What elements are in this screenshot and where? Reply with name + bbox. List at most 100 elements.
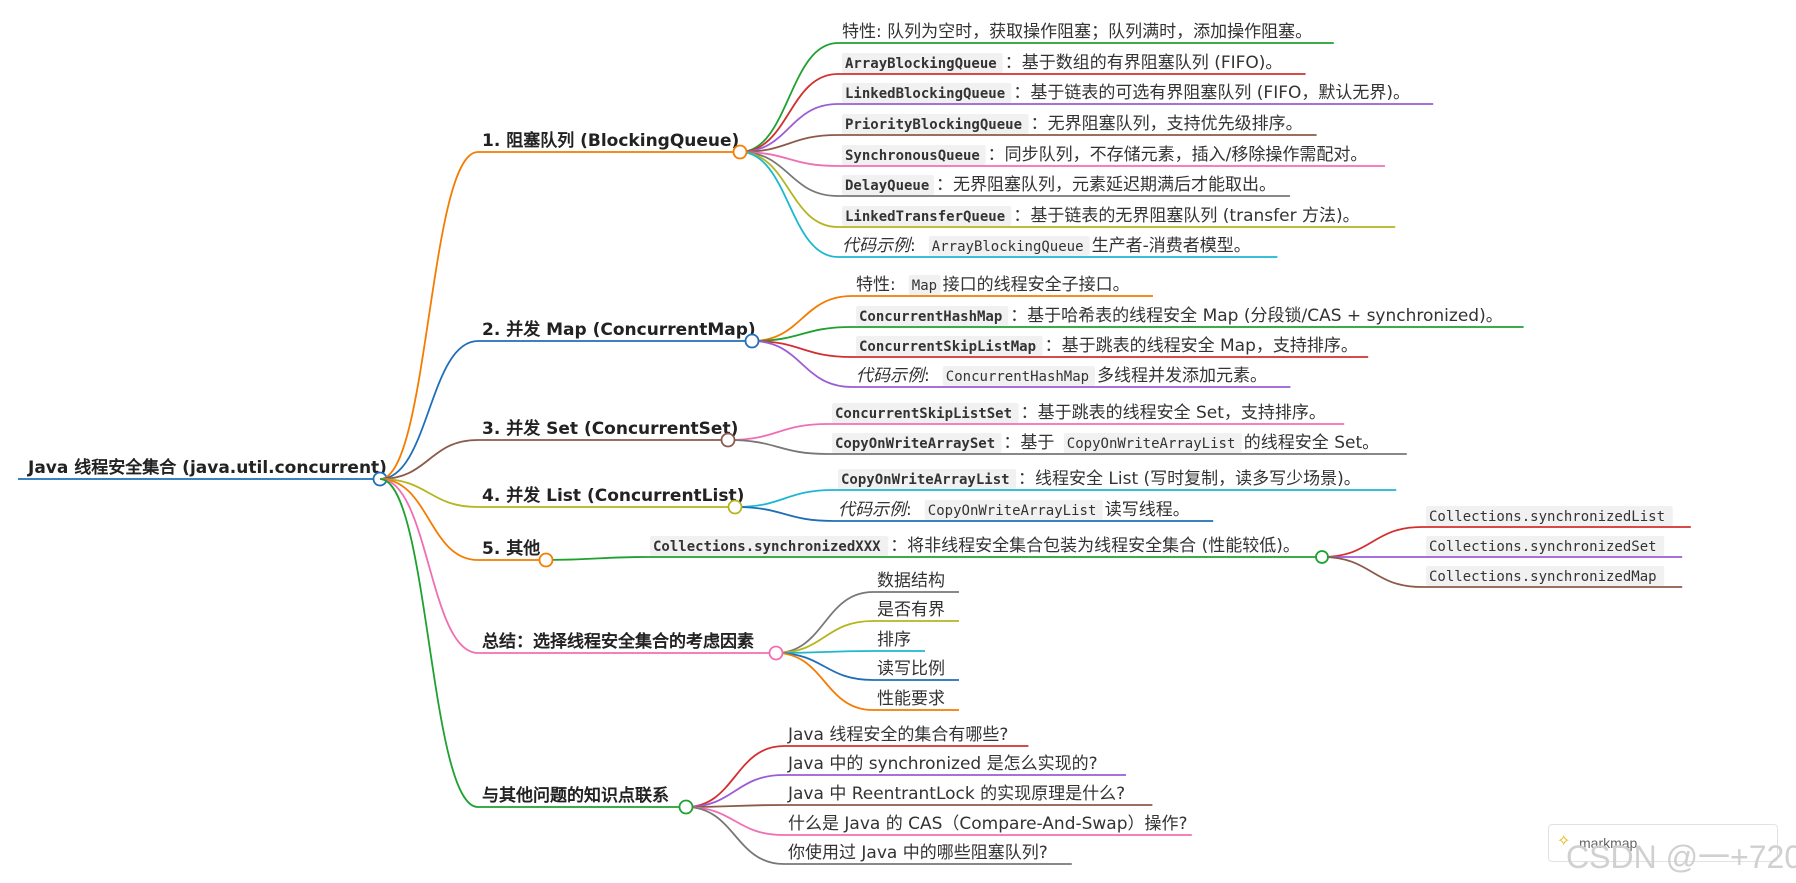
node-text: ：基于跳表的线程安全 Set，支持排序。 — [1021, 403, 1326, 423]
leaf-node[interactable]: Java 线程安全的集合有哪些? — [685, 725, 1029, 808]
leaf-node[interactable]: ConcurrentSkipListSet：基于跳表的线程安全 Set，支持排序… — [727, 403, 1345, 441]
branch-node[interactable]: 4. 并发 List (ConcurrentList)CopyOnWriteAr… — [379, 469, 1397, 522]
leaf-node[interactable]: PriorityBlockingQueue：无界阻塞队列，支持优先级排序。 — [739, 114, 1317, 153]
leaf-node[interactable]: 代码示例: ConcurrentHashMap 多线程并发添加元素。 — [751, 340, 1291, 388]
leaf-node[interactable]: 特性: Map 接口的线程安全子接口。 — [751, 275, 1153, 342]
node-text: Java 中的 synchronized 是怎么实现的? — [787, 754, 1098, 774]
leaf-node[interactable]: ConcurrentSkipListMap：基于跳表的线程安全 Map，支持排序… — [751, 336, 1369, 358]
leaf-node[interactable]: 你使用过 Java 中的哪些阻塞队列? — [685, 806, 1072, 865]
node-text: Java 中 ReentrantLock 的实现原理是什么? — [787, 784, 1125, 804]
sub-leaf-node[interactable]: Collections.synchronizedList — [1321, 506, 1691, 558]
root-node[interactable]: Java 线程安全集合 (java.util.concurrent) — [18, 457, 388, 487]
leaf-link — [775, 652, 874, 681]
code-chip — [838, 469, 1016, 489]
leaf-node[interactable]: 是否有界 — [775, 600, 959, 654]
collapse-toggle[interactable] — [1315, 550, 1329, 564]
leaf-link — [685, 806, 785, 865]
leaf-node[interactable]: LinkedBlockingQueue：基于链表的可选有界阻塞队列 (FIFO，… — [739, 83, 1434, 153]
code-chip — [1426, 536, 1665, 556]
node-text: ：基于哈希表的线程安全 Map (分段锁/CAS + synchronized)… — [1010, 306, 1503, 326]
node-text: 数据结构 — [877, 571, 945, 591]
branch-link — [379, 151, 479, 480]
leaf-link — [751, 326, 853, 342]
leaf-node[interactable]: DelayQueue：无界阻塞队列，元素延迟期满后才能取出。 — [739, 151, 1290, 197]
collapse-toggle[interactable] — [720, 432, 736, 448]
leaf-link — [727, 423, 829, 441]
example-label: 代码示例 — [856, 366, 927, 386]
code-text: Collections.synchronizedMap — [1429, 569, 1657, 585]
code-chip — [842, 83, 1012, 103]
leaf-node[interactable]: ArrayBlockingQueue ：基于数组的有界阻塞队列 (FIFO)。 — [739, 53, 1306, 153]
leaf-node[interactable]: 代码示例: CopyOnWriteArrayList 读写线程。 — [734, 500, 1214, 522]
branch-link — [379, 439, 479, 480]
code-text: DelayQueue — [845, 178, 929, 194]
branch-label: 与其他问题的知识点联系 — [482, 785, 669, 806]
leaf-node[interactable]: 代码示例: ArrayBlockingQueue 生产者-消费者模型。 — [739, 151, 1278, 258]
leaf-link — [734, 506, 835, 522]
code-chip — [842, 175, 934, 195]
sub-leaf-node[interactable]: Collections.synchronizedSet — [1321, 536, 1683, 558]
branch-node[interactable]: 与其他问题的知识点联系 Java 线程安全的集合有哪些? Java 中的 synch… — [379, 478, 1192, 865]
leaf-link — [739, 151, 839, 258]
leaf-node[interactable]: LinkedTransferQueue：基于链表的无界阻塞队列 (transfe… — [739, 151, 1396, 228]
node-text: : — [910, 236, 916, 256]
code-text: ArrayBlockingQueue — [845, 56, 997, 72]
leaf-node[interactable]: CopyOnWriteArraySet：基于 CopyOnWriteArrayL… — [727, 433, 1407, 455]
leaf-link — [739, 134, 839, 153]
example-label: 代码示例 — [842, 236, 913, 256]
code-text: CopyOnWriteArraySet — [835, 436, 995, 452]
leaf-link — [775, 620, 874, 654]
leaf-node[interactable]: 读写比例 — [775, 652, 959, 681]
sub-leaf-node[interactable]: Collections.synchronizedMap — [1321, 556, 1683, 588]
leaf-link — [751, 295, 853, 342]
collapse-toggle[interactable] — [538, 552, 554, 568]
node-text: ：基于链表的无界阻塞队列 (transfer 方法)。 — [1013, 206, 1359, 226]
sub-leaf-link — [1321, 526, 1423, 558]
branch-node[interactable]: 2. 并发 Map (ConcurrentMap)特性: Map 接口的线程安全… — [379, 275, 1524, 480]
leaf-node[interactable]: CopyOnWriteArrayList：线程安全 List (写时复制，读多写… — [734, 469, 1397, 508]
code-text: Collections.synchronizedXXX — [653, 539, 881, 555]
leaf-node[interactable]: SynchronousQueue：同步队列，不存储元素，插入/移除操作需配对。 — [739, 145, 1385, 167]
code-chip — [842, 206, 1012, 226]
leaf-node[interactable]: 性能要求 — [775, 652, 959, 711]
code-text: Collections.synchronizedList — [1429, 509, 1665, 525]
leaf-link — [685, 745, 785, 808]
collapse-toggle[interactable] — [744, 333, 760, 349]
branch-label: 3. 并发 Set (ConcurrentSet) — [482, 418, 738, 439]
node-text: ：同步队列，不存储元素，插入/移除操作需配对。 — [988, 145, 1368, 165]
node-text: 接口的线程安全子接口。 — [943, 275, 1130, 295]
leaf-node[interactable]: Java 中的 synchronized 是怎么实现的? — [685, 754, 1126, 808]
leaf-node[interactable]: ConcurrentHashMap：基于哈希表的线程安全 Map (分段锁/CA… — [751, 306, 1524, 342]
leaf-link — [751, 340, 853, 388]
collapse-toggle[interactable] — [678, 799, 694, 815]
leaf-node[interactable]: Collections.synchronizedXXX：将非线程安全集合包装为线… — [545, 506, 1691, 588]
leaf-node[interactable]: 数据结构 — [775, 571, 959, 654]
code-text: ArrayBlockingQueue — [932, 239, 1084, 255]
leaf-link — [545, 556, 647, 561]
collapse-toggle[interactable] — [768, 645, 784, 661]
collapse-toggle[interactable] — [732, 144, 748, 160]
code-chip — [842, 145, 986, 165]
leaf-link — [775, 652, 874, 711]
node-text: ：基于数组的有界阻塞队列 (FIFO)。 — [1005, 53, 1283, 73]
node-text: 的线程安全 Set。 — [1244, 433, 1379, 453]
code-text: PriorityBlockingQueue — [845, 117, 1022, 133]
collapse-toggle[interactable] — [727, 499, 743, 515]
leaf-node[interactable]: Java 中 ReentrantLock 的实现原理是什么? — [685, 784, 1153, 808]
markmap-toolbar[interactable]: ✧ markmap — [1548, 824, 1778, 862]
leaf-node[interactable]: 特性: 队列为空时，获取操作阻塞；队列满时，添加操作阻塞。 — [739, 22, 1334, 153]
branch-label: 2. 并发 Map (ConcurrentMap) — [482, 319, 756, 340]
code-chip — [842, 53, 1003, 73]
branch-label: 4. 并发 List (ConcurrentList) — [482, 485, 744, 506]
leaf-node[interactable]: 什么是 Java 的 CAS（Compare-And-Swap）操作? — [685, 806, 1192, 836]
code-text: ConcurrentSkipListMap — [859, 339, 1036, 355]
code-chip — [832, 433, 1002, 453]
branch-node[interactable]: 3. 并发 Set (ConcurrentSet)ConcurrentSkipL… — [379, 403, 1407, 480]
branch-node[interactable]: 1. 阻塞队列 (BlockingQueue)特性: 队列为空时，获取操作阻塞；… — [379, 22, 1434, 480]
node-text: Java 线程安全的集合有哪些? — [787, 725, 1008, 745]
node-text: 你使用过 Java 中的哪些阻塞队列? — [788, 842, 1048, 863]
branch-link — [379, 478, 479, 808]
